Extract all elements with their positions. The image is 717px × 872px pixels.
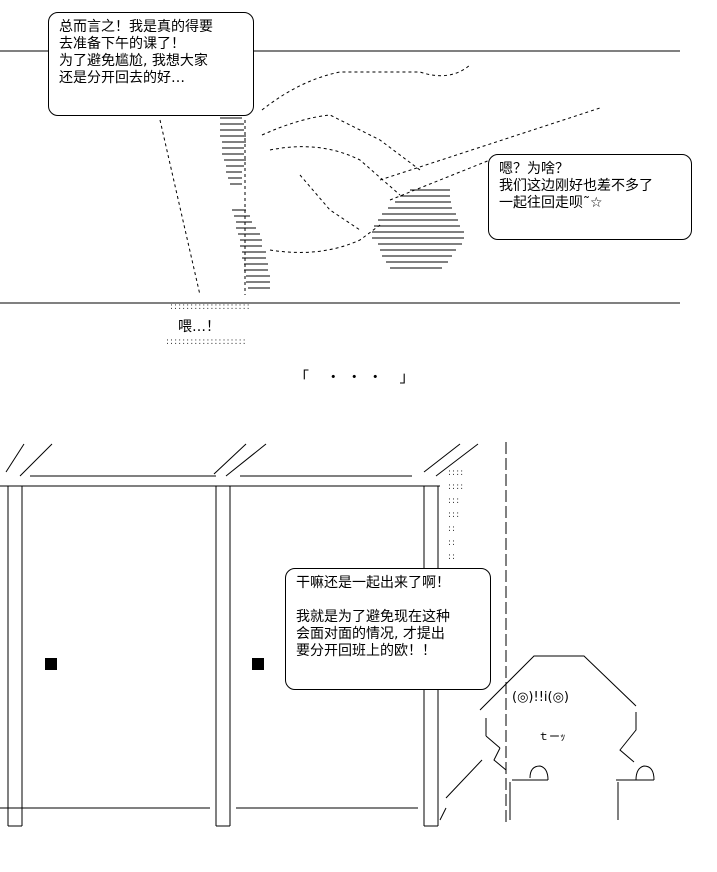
speech-bubble-right: 嗯？为啥？ 我们这边刚好也差不多了 一起往回走呗˜☆ <box>488 154 692 240</box>
speech-panel2-line-4: 会面对面的情况, 才提出 <box>296 626 445 642</box>
speech-right-line-1: 嗯？为啥？ <box>499 161 569 177</box>
door-latch-left <box>45 658 57 670</box>
speech-right-line-3: 一起往回走呗˜☆ <box>499 195 603 211</box>
speech-panel2-line-2 <box>296 592 480 609</box>
callout-dots-top: :::::::::::::::::::: <box>170 302 251 312</box>
speech-right-line-2: 我们这边刚好也差不多了 <box>499 178 653 194</box>
speech-panel2-line-5: 要分开回班上的欧！！ <box>296 643 436 659</box>
sleeve-hatching <box>220 117 464 289</box>
peeking-character <box>479 655 655 820</box>
door-latch-middle <box>252 658 264 670</box>
speech-left-line-2: 去准备下午的课了！ <box>59 36 185 52</box>
speech-bubble-left: 总而言之！我是真的得要 去准备下午的课了！ 为了避免尴尬, 我想大家 还是分开回… <box>48 12 254 116</box>
speech-panel2-line-3: 我就是为了避免现在这种 <box>296 609 450 625</box>
character-mouth: ｔーｯ <box>538 730 566 743</box>
stall-doors <box>0 442 507 827</box>
speech-left-line-3: 为了避免尴尬, 我想大家 <box>59 53 208 69</box>
hand-sketch <box>159 64 601 296</box>
door-hatching: :::::::::::::::::::: <box>448 468 465 562</box>
callout-text: 喂…！ <box>178 319 220 335</box>
speech-left-line-4: 还是分开回去的好… <box>59 70 185 86</box>
ellipsis-text: 「 ・・・ 」 <box>294 368 421 386</box>
callout-dots-bottom: :::::::::::::::::::: <box>166 337 247 347</box>
speech-bubble-panel2: 干嘛还是一起出来了啊！ 我就是为了避免现在这种 会面对面的情况, 才提出 要分开… <box>285 568 491 690</box>
speech-left-line-1: 总而言之！我是真的得要 <box>59 19 213 35</box>
character-eyes: (◎)!!i(◎) <box>512 690 570 705</box>
speech-panel2-line-1: 干嘛还是一起出来了啊！ <box>296 575 450 591</box>
